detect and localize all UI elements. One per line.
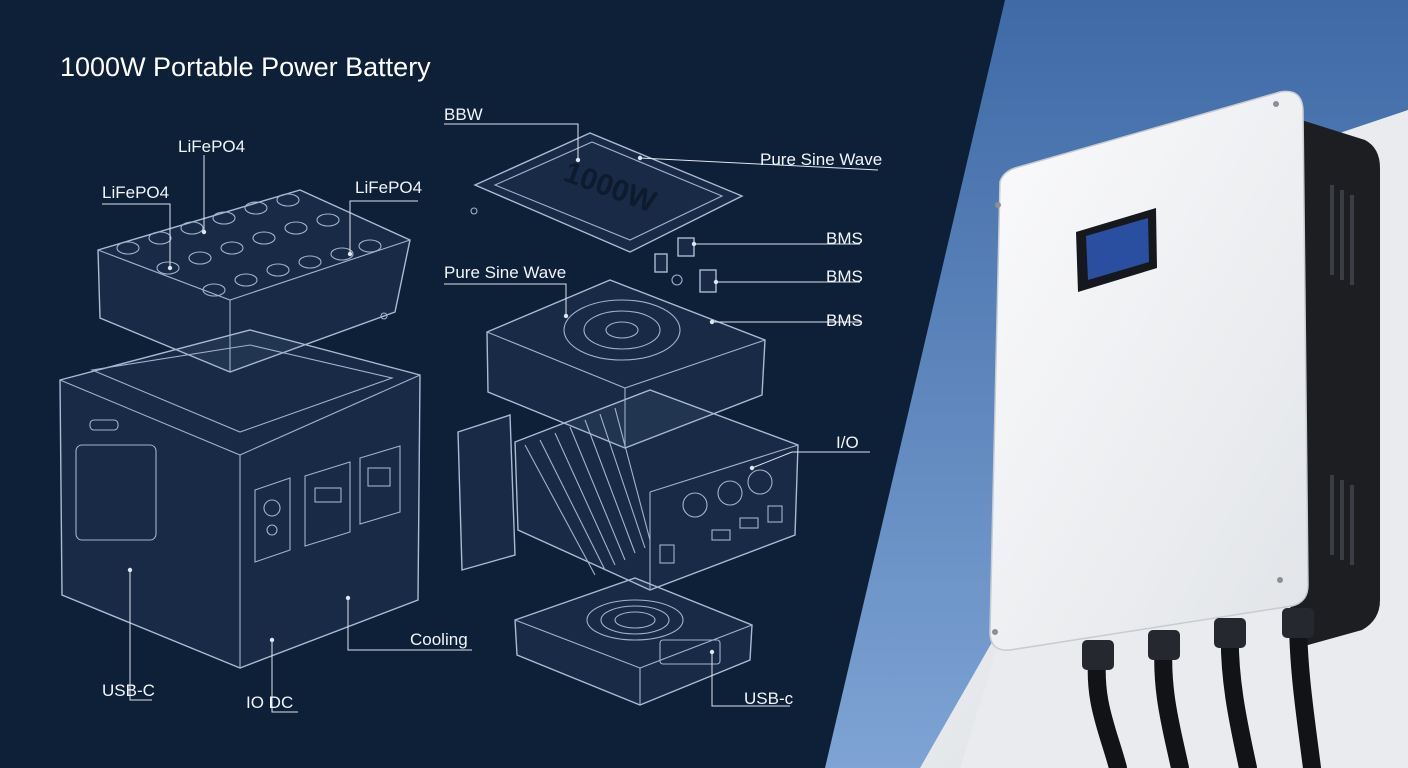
top-lid: 1000W [473, 132, 744, 253]
heatsink-fins [524, 407, 651, 576]
label-lifepo4-top: LiFePO4 [178, 137, 245, 156]
label-bbw: BBW [444, 105, 483, 124]
label-cooling: Cooling [410, 630, 468, 649]
label-pure-sine-wave-top: Pure Sine Wave [760, 150, 882, 169]
label-bms-3: BMS [826, 311, 863, 330]
label-lifepo4-left: LiFePO4 [102, 183, 169, 202]
label-lifepo4-right: LiFePO4 [355, 178, 422, 197]
label-io: I/O [836, 433, 859, 452]
bms-part [654, 253, 668, 273]
screw-mark [380, 312, 388, 320]
screw [1273, 101, 1279, 107]
label-io-dc: IO DC [246, 693, 293, 712]
inverter-photo-panel [825, 0, 1408, 768]
inverter-back-housing [1290, 118, 1380, 650]
callouts: LiFePO4 LiFePO4 LiFePO4 BBW Pure Sine Wa… [102, 105, 882, 713]
cable-glands [1082, 608, 1314, 670]
charging-coil [586, 599, 684, 641]
screw [992, 629, 998, 635]
bms-part [699, 269, 717, 293]
charging-base [514, 577, 753, 706]
bms-part [677, 237, 695, 257]
label-usb-c-bottom: USB-c [744, 689, 794, 708]
label-bms-1: BMS [826, 229, 863, 248]
screw [995, 202, 1001, 208]
inverter-front-cover [989, 90, 1309, 651]
battery-cell-pack [97, 189, 411, 373]
side-vent-grille [75, 444, 157, 541]
label-pure-sine-wave-mid: Pure Sine Wave [444, 263, 566, 282]
io-ports [659, 469, 783, 564]
bms-components [654, 237, 717, 293]
cooling-fan [563, 299, 681, 361]
front-port-panel [254, 445, 401, 563]
diagram-title: 1000W Portable Power Battery [60, 52, 431, 82]
display-screen [1086, 218, 1149, 280]
side-plate [457, 414, 516, 571]
inverter-module [486, 279, 766, 449]
label-bms-2: BMS [826, 267, 863, 286]
carry-handle [89, 419, 119, 431]
screw-mark [470, 207, 478, 215]
screw [1277, 577, 1283, 583]
label-usb-c-left: USB-C [102, 681, 155, 700]
battery-enclosure [59, 329, 421, 669]
heatsink-io-block [457, 389, 799, 591]
vent-slots [1330, 185, 1354, 565]
